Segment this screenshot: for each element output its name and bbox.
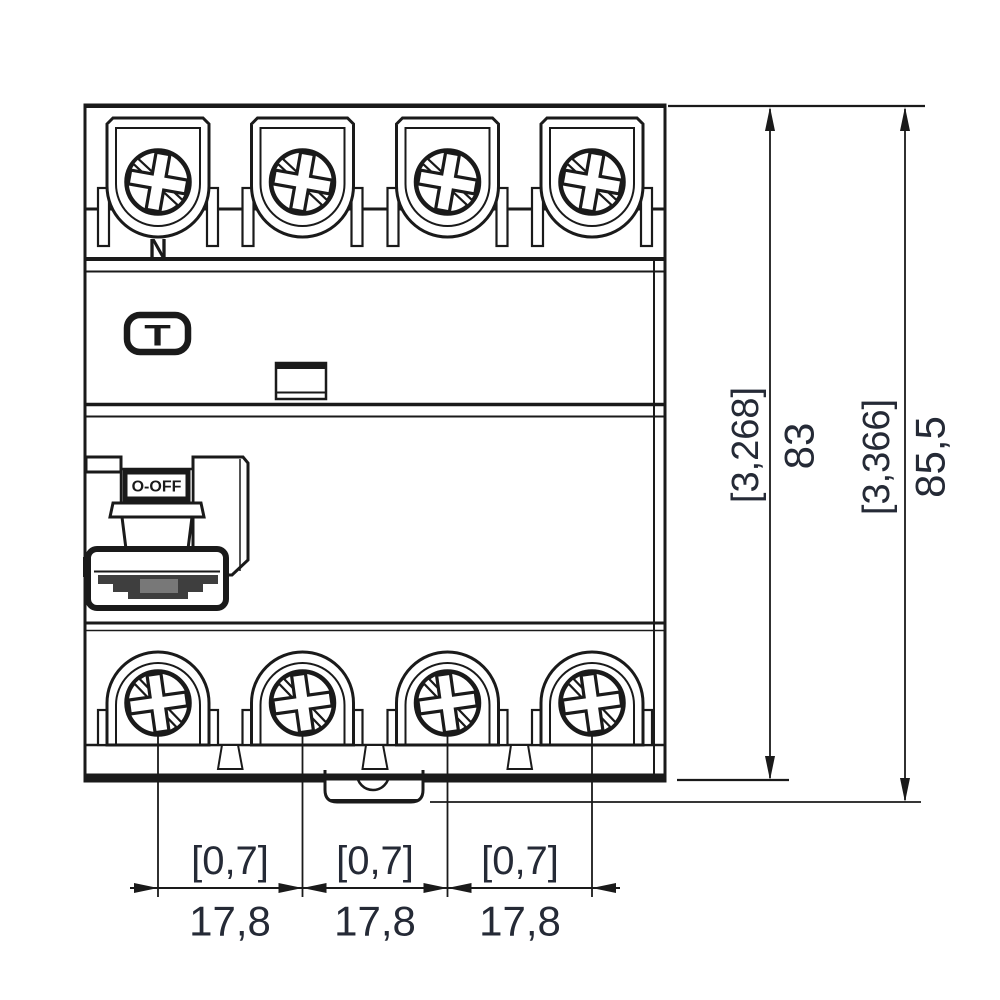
dim-label-overall-height-inch: [3,366]	[856, 399, 898, 515]
switch-position-label: O-OFF	[132, 479, 182, 496]
vertical-dimensions: [3,268] 83 [3,366] 85,5	[430, 104, 954, 803]
switch-collar	[108, 501, 206, 519]
section-divider-lines	[85, 257, 665, 775]
switch-assembly: O-OFF	[83, 455, 250, 611]
switch-grip-highlight	[140, 579, 178, 593]
switch-position-window	[122, 469, 191, 502]
din-clip-notch	[355, 773, 391, 792]
dim-label-body-height-mm: 83	[776, 423, 823, 470]
dim-label-pitch-3-inch: [0,7]	[481, 839, 559, 883]
dim-label-pitch-2-inch: [0,7]	[336, 839, 414, 883]
test-button-label: T	[144, 318, 171, 352]
dim-label-overall-height-mm: 85,5	[907, 416, 954, 498]
pole-pitch-dimensions: [0,7] [0,7] [0,7] 17,8 17,8 17,8	[130, 734, 620, 945]
neutral-terminal-label: N	[149, 233, 168, 263]
bottom-terminal-bases	[216, 744, 534, 770]
dim-label-pitch-1-mm: 17,8	[189, 898, 271, 945]
dim-label-body-height-inch: [3,268]	[725, 387, 767, 503]
switch-neck	[120, 515, 194, 551]
indicator-window	[274, 361, 328, 401]
test-button: T	[123, 311, 192, 356]
dim-label-pitch-2-mm: 17,8	[334, 898, 416, 945]
dim-label-pitch-3-mm: 17,8	[479, 898, 561, 945]
dim-label-pitch-1-inch: [0,7]	[191, 839, 269, 883]
switch-frame-left-block	[84, 455, 123, 474]
